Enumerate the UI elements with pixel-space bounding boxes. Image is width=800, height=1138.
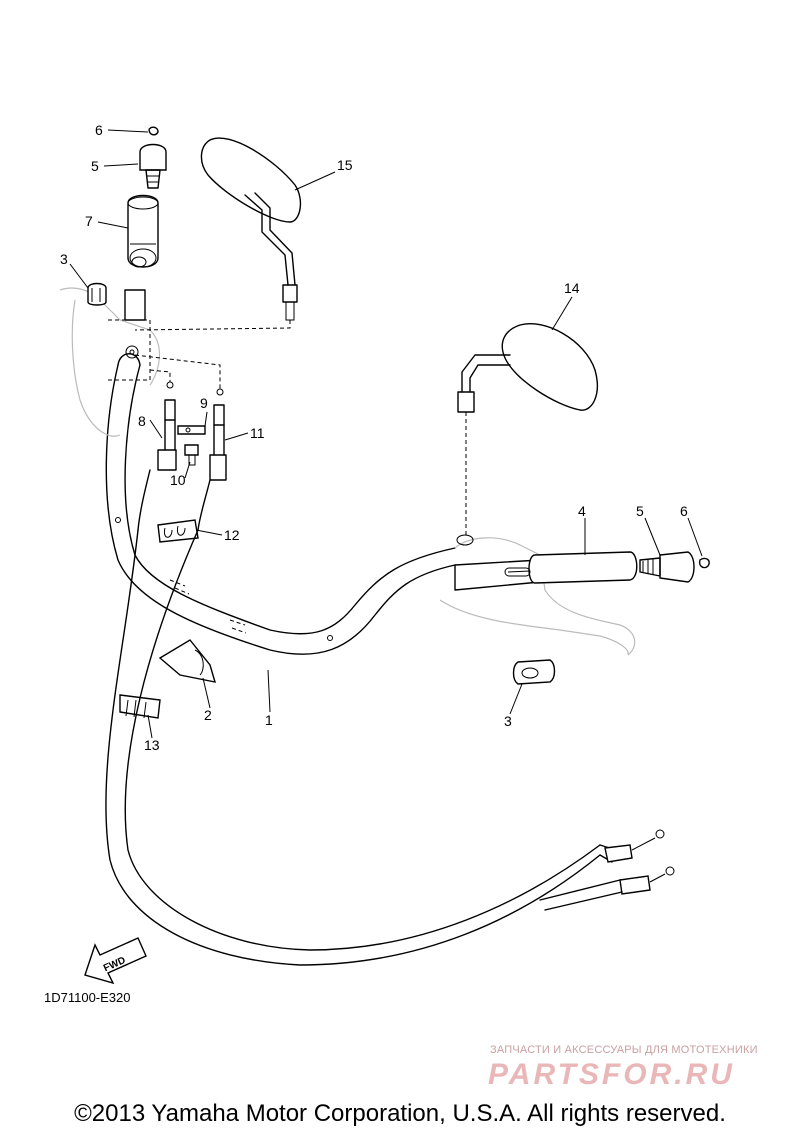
callout-11: 11 [250, 425, 265, 441]
diagram-code: 1D71100-E320 [44, 990, 131, 1005]
handlebar [105, 353, 456, 655]
callout-15: 15 [337, 157, 353, 173]
callout-3-left: 3 [60, 251, 68, 267]
left-bar-stub [124, 289, 146, 321]
callout-1: 1 [265, 712, 273, 728]
bracket-9 [177, 425, 206, 435]
left-bar-end [139, 126, 167, 189]
right-bar-end [639, 551, 710, 583]
throttle-cable-adjusters [134, 354, 227, 531]
left-lever-clip [87, 282, 107, 306]
watermark-logo: PARTSFOR.RU [488, 1058, 735, 1091]
left-grip [127, 194, 159, 268]
right-lever-clip [512, 659, 556, 685]
callout-14: 14 [564, 280, 580, 296]
callout-12: 12 [224, 527, 240, 543]
callout-10: 10 [170, 472, 186, 488]
callout-3-right: 3 [504, 713, 512, 729]
throttle-cables [105, 529, 675, 966]
left-mirror [134, 137, 302, 331]
callout-2: 2 [204, 707, 212, 723]
callout-6-right: 6 [680, 503, 688, 519]
cable-clamp-13 [119, 694, 161, 719]
callout-7: 7 [85, 213, 93, 229]
callout-8: 8 [138, 413, 146, 429]
callout-9: 9 [200, 395, 208, 411]
bolt-10 [184, 444, 199, 466]
copyright-notice: ©2013 Yamaha Motor Corporation, U.S.A. A… [74, 1100, 726, 1127]
callout-6-left: 6 [95, 122, 103, 138]
leader-lines [69, 129, 703, 739]
watermark-tagline: ЗАПЧАСТИ И АКСЕССУАРЫ ДЛЯ МОТОТЕХНИКИ [490, 1044, 758, 1056]
right-grip [454, 551, 638, 591]
callout-13: 13 [144, 737, 160, 753]
fwd-arrow: FWD [84, 937, 147, 985]
callout-5-left: 5 [91, 158, 99, 174]
callout-5-right: 5 [636, 503, 644, 519]
callout-4: 4 [578, 503, 586, 519]
right-mirror [457, 323, 598, 538]
cable-guide-2 [158, 639, 216, 683]
cable-guide-12 [157, 519, 199, 543]
